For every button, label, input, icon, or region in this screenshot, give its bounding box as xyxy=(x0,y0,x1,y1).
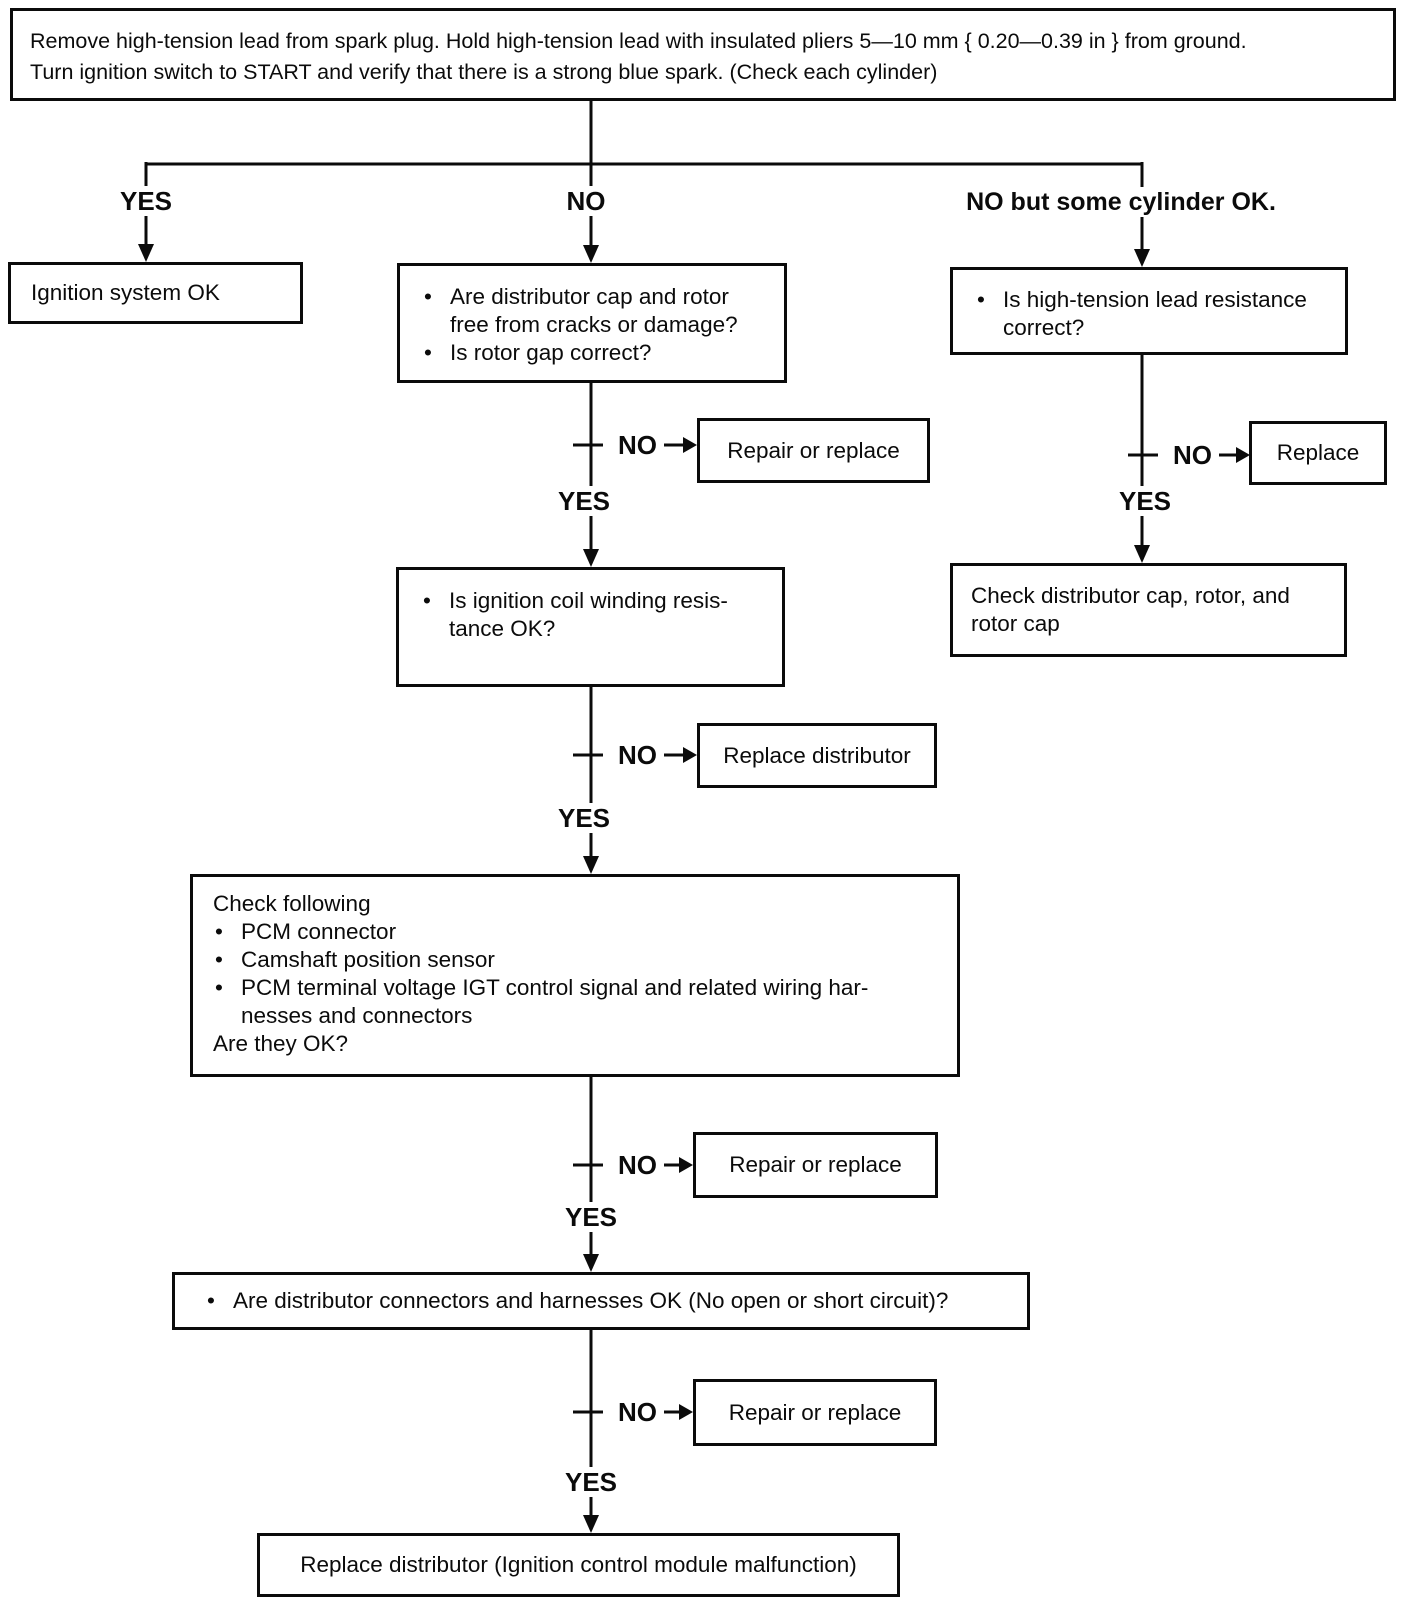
box-final-replace-distributor: Replace distributor (Ignition control mo… xyxy=(257,1533,900,1597)
bullet-item: • Are distributor connectors and harness… xyxy=(205,1287,948,1315)
replace-text: Replace xyxy=(1276,440,1360,465)
intro-box: Remove high-tension lead from spark plug… xyxy=(10,8,1396,101)
bullet-item: • Is ignition coil winding resis- tance … xyxy=(421,587,772,643)
tick-label-no: NO xyxy=(611,740,664,770)
box-ignition-system-ok: Ignition system OK xyxy=(8,262,303,324)
branch-label-yes: YES xyxy=(112,186,180,216)
tick-label-yes: YES xyxy=(557,1202,625,1232)
box-check-following: Check following • PCM connector • Camsha… xyxy=(190,874,960,1077)
item-pcm-terminal-line2: nesses and connectors xyxy=(241,1003,473,1028)
box-replace-distributor: Replace distributor xyxy=(697,723,937,788)
arrowheads xyxy=(138,244,1250,1533)
bullet-icon: • xyxy=(977,287,985,312)
check-dist-line2: rotor cap xyxy=(971,611,1060,636)
branch-label-no: NO xyxy=(559,186,613,216)
bullet-icon: • xyxy=(423,588,431,613)
rotor-gap-text: Is rotor gap correct? xyxy=(450,340,652,365)
tick-label-no: NO xyxy=(611,1397,664,1427)
tick-label-yes: YES xyxy=(1111,486,1179,516)
intro-line1: Remove high-tension lead from spark plug… xyxy=(30,29,1247,53)
bullet-item: • PCM terminal voltage IGT control signa… xyxy=(213,974,943,1030)
flow-lines xyxy=(144,101,1236,1521)
bullet-icon: • xyxy=(215,947,223,972)
final-text: Replace distributor (Ignition control mo… xyxy=(300,1552,857,1577)
branch-label-no-but-some-cylinder-ok: NO but some cylinder OK. xyxy=(959,187,1283,217)
bullet-icon: • xyxy=(207,1288,215,1313)
box-distributor-cap-rotor-question: • Are distributor cap and rotor free fro… xyxy=(397,263,787,383)
repair-or-replace-text: Repair or replace xyxy=(727,437,900,463)
lead-res-line1: Is high-tension lead resistance xyxy=(1003,287,1307,312)
tick-label-no: NO xyxy=(1166,440,1219,470)
box-repair-or-replace-2: Repair or replace xyxy=(693,1132,938,1198)
intro-line2: Turn ignition switch to START and verify… xyxy=(30,60,938,84)
cap-rotor-line2: free from cracks or damage? xyxy=(450,312,738,337)
bullet-item: • Are distributor cap and rotor free fro… xyxy=(422,283,774,339)
bullet-item: • Is rotor gap correct? xyxy=(422,339,774,367)
tick-label-yes: YES xyxy=(550,803,618,833)
coil-line2: tance OK? xyxy=(449,616,556,641)
connectors-ok-text: Are distributor connectors and harnesses… xyxy=(233,1288,949,1313)
item-pcm-terminal-line1: PCM terminal voltage IGT control signal … xyxy=(241,975,869,1000)
bullet-item: • PCM connector xyxy=(213,918,943,946)
check-dist-line1: Check distributor cap, rotor, and xyxy=(971,583,1290,608)
box-repair-or-replace-3: Repair or replace xyxy=(693,1379,937,1446)
box-replace: Replace xyxy=(1249,421,1387,485)
tick-label-yes: YES xyxy=(550,486,618,516)
bullet-item: • Camshaft position sensor xyxy=(213,946,943,974)
bullet-item: • Is high-tension lead resistance correc… xyxy=(975,286,1335,342)
repair-or-replace-text: Repair or replace xyxy=(729,1152,902,1177)
check-following-title: Check following xyxy=(213,891,371,916)
box-high-tension-lead-resistance-question: • Is high-tension lead resistance correc… xyxy=(950,267,1348,355)
item-pcm-connector: PCM connector xyxy=(241,919,397,944)
tick-label-yes: YES xyxy=(557,1467,625,1497)
bullet-icon: • xyxy=(424,340,432,365)
box-repair-or-replace-1: Repair or replace xyxy=(697,418,930,483)
box-check-distributor-cap: Check distributor cap, rotor, and rotor … xyxy=(950,563,1347,657)
item-camshaft: Camshaft position sensor xyxy=(241,947,495,972)
box-ignition-coil-winding-question: • Is ignition coil winding resis- tance … xyxy=(396,567,785,687)
bullet-icon: • xyxy=(215,975,223,1000)
lead-res-line2: correct? xyxy=(1003,315,1085,340)
are-they-ok-text: Are they OK? xyxy=(213,1031,349,1056)
bullet-icon: • xyxy=(424,284,432,309)
bullet-icon: • xyxy=(215,919,223,944)
coil-line1: Is ignition coil winding resis- xyxy=(449,588,728,613)
ignition-ok-text: Ignition system OK xyxy=(31,280,220,305)
cap-rotor-line1: Are distributor cap and rotor xyxy=(450,284,729,309)
replace-distributor-text: Replace distributor xyxy=(723,742,911,768)
tick-label-no: NO xyxy=(611,430,664,460)
box-distributor-connectors-question: • Are distributor connectors and harness… xyxy=(172,1272,1030,1330)
repair-or-replace-text: Repair or replace xyxy=(728,1399,902,1425)
tick-label-no: NO xyxy=(611,1150,664,1180)
